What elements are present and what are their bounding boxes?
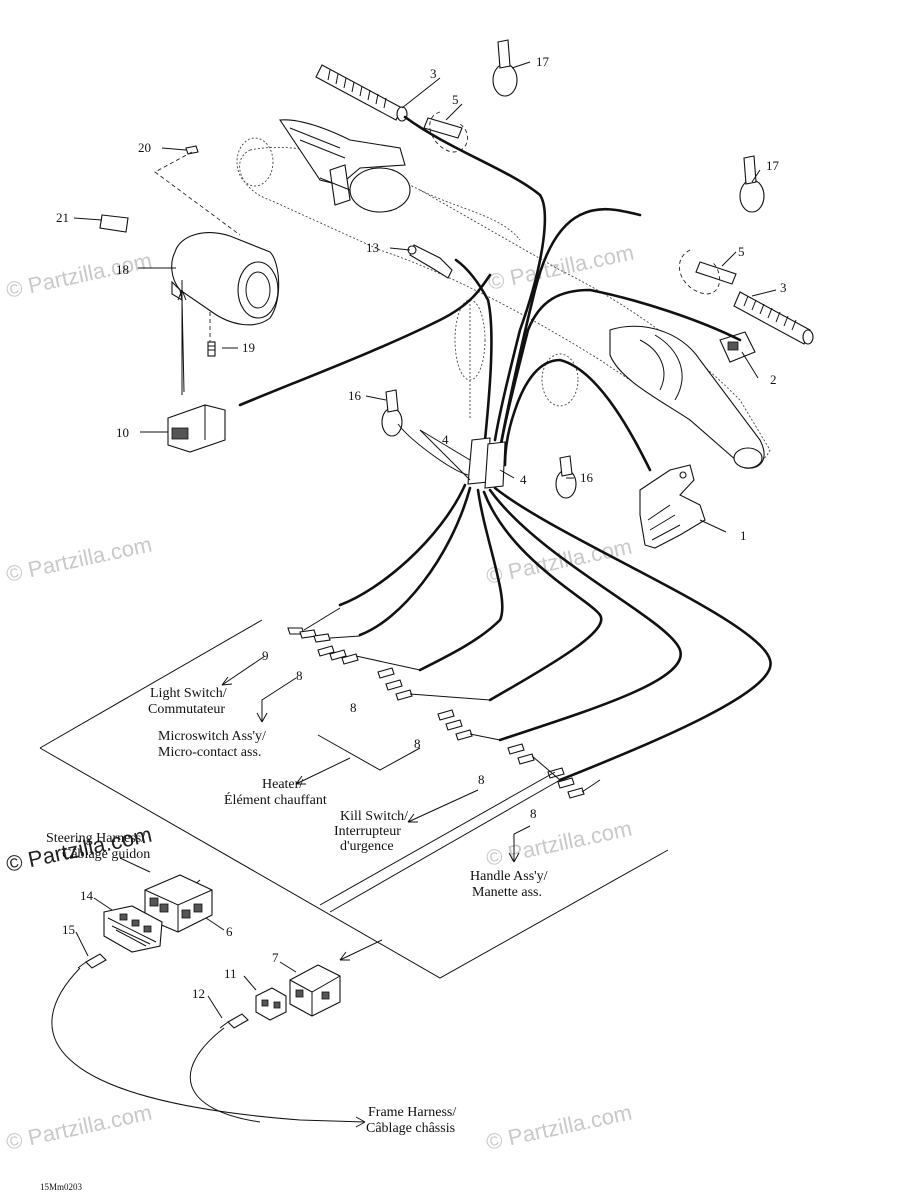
watermark: © Partzilla.com xyxy=(4,532,154,587)
leader-lines xyxy=(39,619,669,979)
callout-20: 20 xyxy=(138,140,151,155)
callout-17: 17 xyxy=(766,158,780,173)
callout-13: 13 xyxy=(366,240,379,255)
callout-15: 15 xyxy=(62,922,75,937)
harness-wires xyxy=(238,115,772,782)
tie-wrap-17-top xyxy=(492,39,518,97)
bracket-1 xyxy=(639,464,706,549)
pin-5-right xyxy=(679,249,737,295)
terminals xyxy=(287,607,601,799)
grip-heater-top xyxy=(315,64,408,122)
watermark: © Partzilla.com xyxy=(484,1100,634,1155)
terminal-15 xyxy=(77,953,107,969)
callout-4: 4 xyxy=(520,472,527,487)
terminal-group-8b xyxy=(377,667,413,701)
callout-16: 16 xyxy=(580,470,594,485)
label-kill-switch-fr2: d'urgence xyxy=(340,839,394,854)
callout-16: 16 xyxy=(348,388,362,403)
label-heater-fr: Élément chauffant xyxy=(224,791,327,808)
callout-leaders xyxy=(73,61,777,1019)
label-handle-fr: Manette ass. xyxy=(472,885,542,900)
terminal-12 xyxy=(219,1013,249,1029)
callout-8: 8 xyxy=(530,806,537,821)
callout-8: 8 xyxy=(414,736,421,751)
section-labels: Light Switch/ Commutateur Microswitch As… xyxy=(46,686,548,1136)
label-kill-switch-fr: Interrupteur xyxy=(334,824,401,839)
connector-11 xyxy=(255,987,287,1021)
callout-17: 17 xyxy=(536,54,550,69)
label-microswitch: Microswitch Ass'y/ xyxy=(158,729,266,744)
callout-3: 3 xyxy=(430,66,437,81)
callout-8: 8 xyxy=(350,700,357,715)
terminal-group-9 xyxy=(287,627,331,643)
callout-3: 3 xyxy=(780,280,787,295)
label-plate-21 xyxy=(99,214,129,233)
callout-8: 8 xyxy=(478,772,485,787)
label-light-switch-fr: Commutateur xyxy=(148,702,225,717)
right-grip xyxy=(609,325,765,469)
callout-18: 18 xyxy=(116,262,129,277)
tie-wrap-16-right xyxy=(555,455,577,499)
callout-19: 19 xyxy=(242,340,255,355)
screw-19 xyxy=(207,341,216,357)
label-heater: Heater/ xyxy=(262,777,303,792)
callout-5: 5 xyxy=(452,92,459,107)
terminal-group-8c xyxy=(437,709,473,741)
callout-8: 8 xyxy=(296,668,303,683)
connector-14 xyxy=(103,905,163,953)
watermarks: © Partzilla.com © Partzilla.com © Partzi… xyxy=(4,240,636,1155)
label-steering-harness: Steering Harness/ xyxy=(46,831,145,846)
callout-5: 5 xyxy=(738,244,745,259)
pin-5-top xyxy=(423,111,468,153)
callout-9: 9 xyxy=(262,648,269,663)
connector-2 xyxy=(719,331,756,363)
reference-code: 15Mm0203 xyxy=(40,1182,83,1192)
watermark: © Partzilla.com xyxy=(486,240,636,295)
connector-7 xyxy=(289,964,341,1017)
callout-2: 2 xyxy=(770,372,777,387)
label-light-switch: Light Switch/ xyxy=(150,686,227,701)
switch-10 xyxy=(167,404,226,453)
lower-leaders xyxy=(51,857,383,1128)
label-microswitch-fr: Micro-contact ass. xyxy=(158,745,261,760)
throttle-assembly xyxy=(279,119,411,213)
terminal-group-8e xyxy=(547,767,585,799)
callout-21: 21 xyxy=(56,210,69,225)
label-arrows xyxy=(181,297,531,863)
sleeves-4 xyxy=(467,437,506,489)
callout-6: 6 xyxy=(226,924,233,939)
callout-11: 11 xyxy=(224,966,237,981)
terminal-group-8a xyxy=(317,645,359,665)
bulb-13 xyxy=(407,244,453,279)
watermark: © Partzilla.com xyxy=(4,1100,154,1155)
tie-wrap-16-left xyxy=(381,389,403,437)
screw-20 xyxy=(185,145,199,155)
watermark: © Partzilla.com xyxy=(4,248,154,303)
switch-housing-18 xyxy=(171,232,280,326)
label-frame-harness-fr: Câblage châssis xyxy=(366,1121,455,1136)
callout-7: 7 xyxy=(272,950,279,965)
watermark: © Partzilla.com xyxy=(484,816,634,871)
callout-10: 10 xyxy=(116,425,129,440)
callout-14: 14 xyxy=(80,888,94,903)
label-handle: Handle Ass'y/ xyxy=(470,869,548,884)
callout-4: 4 xyxy=(442,432,449,447)
callout-1: 1 xyxy=(740,528,747,543)
callout-numbers: 1 2 3 3 4 4 5 5 6 7 8 8 8 8 8 8 9 10 11 … xyxy=(56,54,787,1001)
label-steering-harness-fr: Câblage guidon xyxy=(62,847,150,862)
grip-heater-right xyxy=(733,291,814,345)
callout-12: 12 xyxy=(192,986,205,1001)
terminal-group-8d xyxy=(507,743,535,765)
label-kill-switch: Kill Switch/ xyxy=(340,809,408,824)
label-frame-harness: Frame Harness/ xyxy=(368,1105,456,1120)
tie-wrap-17-right xyxy=(739,155,765,213)
connector-6 xyxy=(144,874,213,933)
